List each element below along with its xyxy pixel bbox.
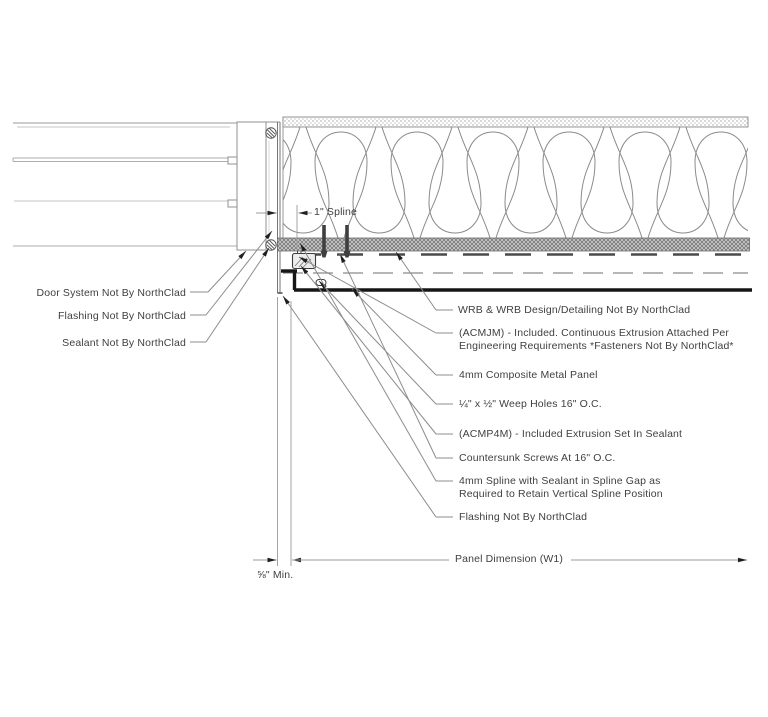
leader-lines-left [190, 230, 273, 343]
exterior-sheathing-band [277, 237, 750, 252]
label-spline-line2: Required to Retain Vertical Spline Posit… [459, 487, 663, 500]
label-acmjm-line1: (ACMJM) - Included. Continuous Extrusion… [459, 327, 729, 339]
label-flashing-left: Flashing Not By NorthClad [57, 310, 186, 322]
wall-assembly [277, 116, 750, 274]
dimension-lines [253, 205, 747, 566]
label-sealant: Sealant Not By NorthClad [62, 337, 186, 349]
label-flashing-right: Flashing Not By NorthClad [459, 511, 588, 523]
flashing-strip [277, 122, 283, 294]
leader-lines-right [282, 242, 453, 518]
top-sheathing-band [282, 116, 749, 128]
label-wrb: WRB & WRB Design/Detailing Not By NorthC… [458, 304, 691, 316]
dimension-spline: 1" Spline [314, 206, 358, 218]
sealant-gaskets [265, 127, 277, 251]
label-acmp4m: (ACMP4M) - Included Extrusion Set In Sea… [459, 428, 683, 440]
door-jamb-frame [227, 121, 280, 251]
dimension-min-gap: ⅝" Min. [257, 569, 294, 581]
label-door-system: Door System Not By NorthClad [36, 287, 186, 299]
label-countersunk-screws: Countersunk Screws At 16" O.C. [459, 452, 616, 464]
dimension-panel-width: Panel Dimension (W1) [455, 553, 564, 565]
door-section-lines [12, 122, 237, 247]
label-acmjm-line2: Engineering Requirements *Fasteners Not … [459, 339, 734, 352]
acm-panel [281, 269, 752, 292]
label-spline-line1: 4mm Spline with Sealant in Spline Gap as [459, 475, 661, 487]
label-weep-holes: ¼" x ½" Weep Holes 16" O.C. [459, 398, 602, 410]
insulation-batting [283, 127, 748, 238]
label-composite-panel: 4mm Composite Metal Panel [459, 369, 598, 381]
